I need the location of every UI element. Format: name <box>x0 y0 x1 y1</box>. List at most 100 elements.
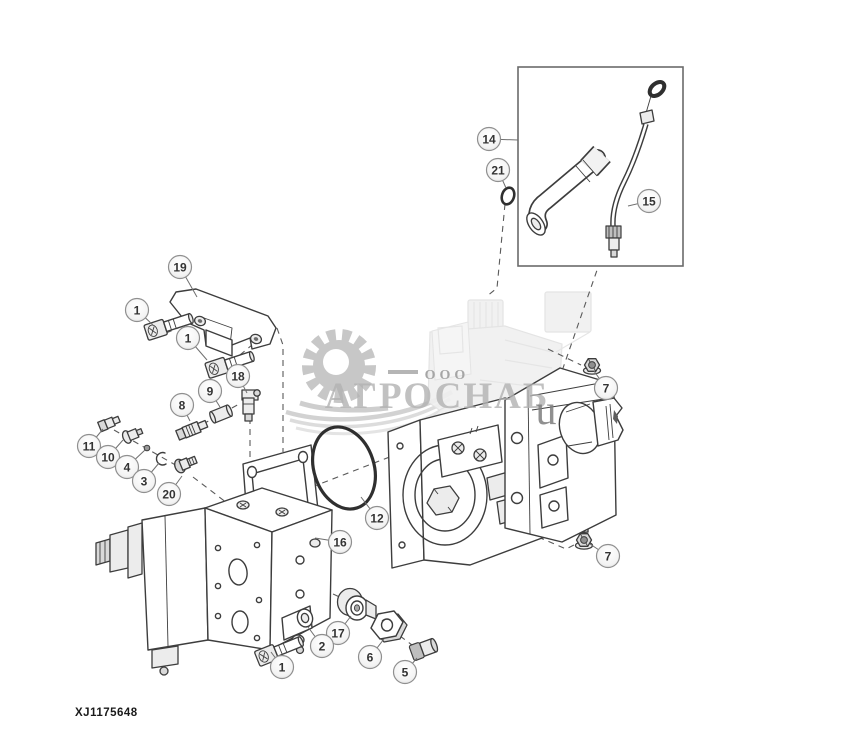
callout-balloon[interactable] <box>175 325 201 351</box>
nut-6-drawing <box>370 610 408 643</box>
callout-balloon[interactable] <box>309 633 335 659</box>
callout-balloon[interactable] <box>197 378 223 404</box>
callout-number: 6 <box>367 651 374 665</box>
callout-number: 15 <box>642 195 656 209</box>
callout-9[interactable]: 9 <box>197 378 223 408</box>
callout-11[interactable]: 11 <box>76 428 104 459</box>
callout-number: 10 <box>101 451 115 465</box>
callout-balloon[interactable] <box>124 297 150 323</box>
drawing-code: XJ1175648 <box>75 707 138 719</box>
callout-number: 19 <box>173 261 187 275</box>
nut-7b-drawing <box>574 533 594 550</box>
spacer-9-drawing <box>209 404 233 424</box>
callout-5[interactable]: 5 <box>392 657 418 685</box>
washer-2-drawing <box>296 608 314 628</box>
callout-19[interactable]: 19 <box>167 254 198 298</box>
callout-6[interactable]: 6 <box>357 638 385 670</box>
callout-14[interactable]: 14 <box>476 126 519 152</box>
callout-balloon[interactable] <box>485 157 511 183</box>
o-ring-21-drawing <box>500 186 516 206</box>
callout-number: 17 <box>331 627 345 641</box>
watermark-overlay-letter: u <box>536 388 557 434</box>
callout-balloon[interactable] <box>476 126 502 152</box>
watermark-text-group: АГРОСНАБ u <box>325 376 557 434</box>
o-ring-12-drawing <box>311 425 377 511</box>
callout-number: 4 <box>124 461 131 475</box>
callout-number: 3 <box>141 475 148 489</box>
callout-balloon[interactable] <box>95 444 121 470</box>
plug-5-drawing <box>408 637 439 661</box>
callout-balloon[interactable] <box>114 454 140 480</box>
elbow-fitting-18-drawing <box>241 389 261 422</box>
dipstick-drawing <box>605 79 667 258</box>
callout-18[interactable]: 18 <box>225 363 251 394</box>
nut-7a-drawing <box>582 358 602 375</box>
plug-20-drawing <box>174 455 198 474</box>
callout-number: 14 <box>482 133 496 147</box>
callout-number: 7 <box>605 550 612 564</box>
mounting-bracket-drawing <box>169 288 277 357</box>
fitting-17-drawing <box>336 587 377 621</box>
callout-1[interactable]: 1 <box>124 297 154 326</box>
watermark-dash-line <box>388 370 418 374</box>
watermark-company-name: АГРОСНАБ <box>325 376 550 417</box>
callout-balloon[interactable] <box>364 505 390 531</box>
snap-ring-3-drawing <box>155 451 167 466</box>
callout-balloon[interactable] <box>325 620 351 646</box>
callout-balloon[interactable] <box>167 254 193 280</box>
fitting-10-drawing <box>121 428 144 444</box>
plug-11-drawing <box>97 415 121 433</box>
callout-number: 16 <box>333 536 347 550</box>
callout-balloon[interactable] <box>269 654 295 680</box>
callout-8[interactable]: 8 <box>169 392 195 422</box>
callout-number: 5 <box>402 666 409 680</box>
callout-number: 2 <box>319 640 326 654</box>
callout-balloon[interactable] <box>392 659 418 685</box>
callout-balloon[interactable] <box>76 433 102 459</box>
callout-number: 7 <box>603 382 610 396</box>
callout-12[interactable]: 12 <box>360 496 390 531</box>
callout-balloon[interactable] <box>595 543 621 569</box>
callout-balloon[interactable] <box>636 188 662 214</box>
callout-17[interactable]: 17 <box>325 615 352 646</box>
callout-1[interactable]: 1 <box>175 325 208 361</box>
callout-1[interactable]: 1 <box>269 651 295 680</box>
callout-7[interactable]: 7 <box>589 543 621 569</box>
callout-number: 11 <box>83 440 96 454</box>
fitting-8-drawing <box>175 419 209 441</box>
callout-number: 1 <box>134 304 141 318</box>
callout-balloon[interactable] <box>327 529 353 555</box>
watermark-org-type: ООО <box>425 368 470 383</box>
callout-16[interactable]: 16 <box>314 529 353 555</box>
callout-21[interactable]: 21 <box>485 157 511 189</box>
gearbox-drawing <box>504 367 624 543</box>
filler-tube-drawing <box>526 145 611 236</box>
callout-number: 1 <box>185 332 192 346</box>
callout-balloon[interactable] <box>169 392 195 418</box>
callout-4[interactable]: 4 <box>114 449 146 480</box>
callout-balloon[interactable] <box>131 468 157 494</box>
callout-number: 20 <box>162 488 176 502</box>
callout-number: 8 <box>179 399 186 413</box>
callout-balloon[interactable] <box>156 481 182 507</box>
callout-number: 18 <box>231 370 245 384</box>
callout-balloon[interactable] <box>593 375 619 401</box>
callout-7[interactable]: 7 <box>593 370 619 401</box>
callout-3[interactable]: 3 <box>131 462 160 494</box>
callout-2[interactable]: 2 <box>307 626 335 659</box>
inset-box <box>500 66 684 267</box>
callout-20[interactable]: 20 <box>156 475 183 507</box>
callout-balloon[interactable] <box>357 644 383 670</box>
callout-number: 21 <box>491 164 505 178</box>
callout-balloon[interactable] <box>225 363 251 389</box>
left-pump-drawing <box>95 487 333 676</box>
callout-15[interactable]: 15 <box>627 188 662 214</box>
callout-number: 12 <box>370 512 384 526</box>
callout-number: 1 <box>279 661 286 675</box>
callout-number: 9 <box>207 385 214 399</box>
callout-10[interactable]: 10 <box>95 439 124 470</box>
ball-4-drawing <box>143 444 151 452</box>
